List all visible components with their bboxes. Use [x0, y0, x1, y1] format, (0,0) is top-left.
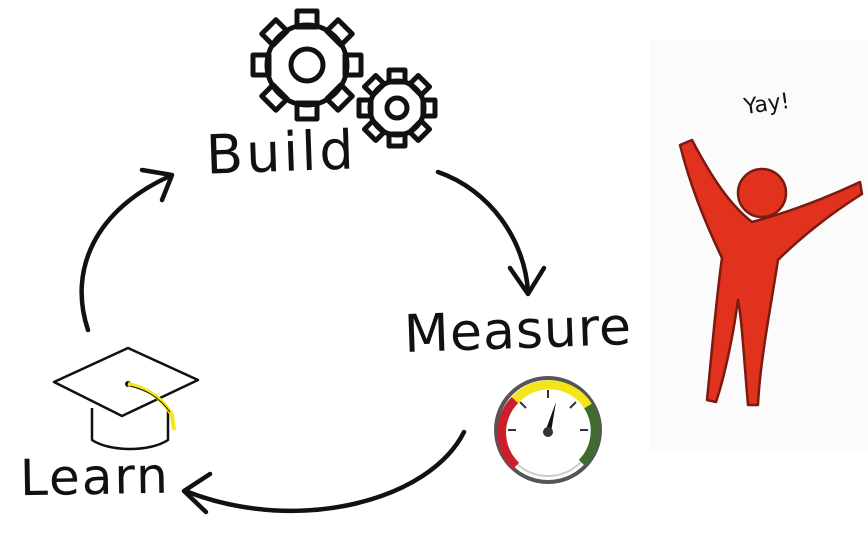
learn-label: Learn — [19, 446, 171, 508]
gauge-needle — [545, 402, 556, 432]
build-label: Build — [204, 118, 358, 187]
large-gear-icon — [250, 8, 364, 122]
gears-icon — [250, 8, 438, 149]
speedometer-gauge-icon — [494, 376, 602, 484]
arrow-measure-to-learn — [181, 429, 467, 515]
gauge-ticks — [508, 390, 588, 431]
gauge-red-zone — [497, 396, 520, 470]
gauge-yellow-zone — [511, 380, 592, 409]
gauge-green-zone — [578, 403, 600, 467]
graduation-cap-icon — [52, 346, 200, 451]
person-body — [678, 138, 864, 407]
tassel — [127, 382, 176, 431]
cheering-person-icon — [678, 138, 864, 407]
person-head — [736, 167, 788, 219]
small-gear-icon — [356, 67, 438, 149]
arrow-learn-to-build — [79, 167, 175, 333]
measure-label: Measure — [403, 297, 633, 365]
arrow-build-to-measure — [435, 169, 547, 297]
